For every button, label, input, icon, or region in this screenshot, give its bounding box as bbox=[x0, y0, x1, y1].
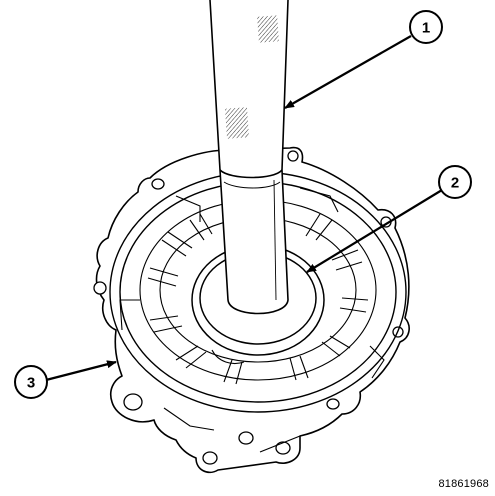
leader-1 bbox=[284, 35, 412, 109]
installer-tool-shaft bbox=[209, 0, 289, 315]
figure-id: 81861968 bbox=[438, 478, 489, 490]
inner-ribs bbox=[119, 187, 385, 453]
callout-2: 2 bbox=[438, 165, 472, 199]
callout-leaders bbox=[45, 35, 443, 382]
callout-1: 1 bbox=[409, 10, 443, 44]
callout-2-label: 2 bbox=[451, 175, 459, 192]
callout-1-label: 1 bbox=[422, 20, 430, 37]
callout-3: 3 bbox=[14, 365, 48, 399]
leader-2 bbox=[306, 189, 443, 273]
leader-3 bbox=[45, 360, 117, 382]
mounting-holes bbox=[93, 150, 404, 465]
callout-3-label: 3 bbox=[27, 375, 35, 392]
